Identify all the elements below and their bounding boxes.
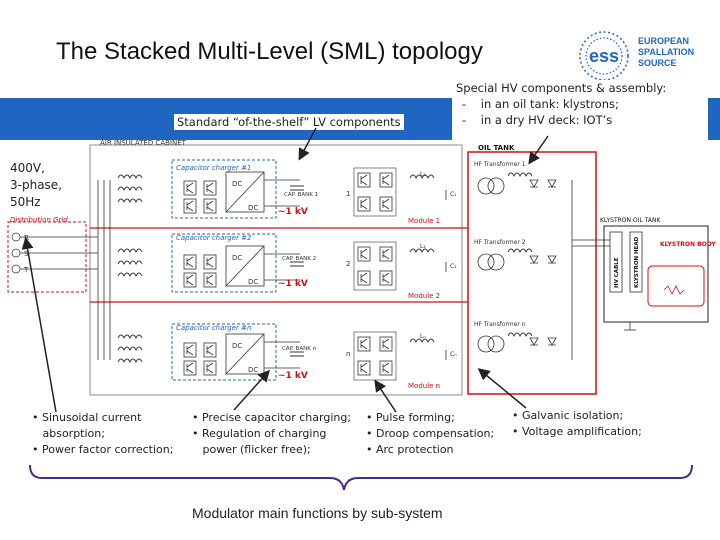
function-line: absorption; bbox=[32, 427, 105, 440]
voltage-label-1: ~1 kV bbox=[278, 207, 308, 217]
charger-2-box bbox=[171, 233, 277, 293]
logo-text: EUROPEAN SPALLATION SOURCE bbox=[638, 36, 694, 69]
transformer-label-n: HF Transformer n bbox=[474, 321, 526, 328]
charger-n-label: Capacitor charger #n bbox=[176, 324, 251, 332]
logo-wordmark: ess bbox=[589, 46, 619, 66]
function-group-charger: • Precise capacitor charging; • Regulati… bbox=[192, 410, 351, 458]
oil-tank-outline bbox=[467, 151, 597, 395]
grid-box bbox=[7, 221, 87, 293]
grid-phases: R S T bbox=[11, 232, 98, 274]
function-group-pulse: • Pulse forming; • Droop compensation; •… bbox=[366, 410, 494, 458]
cap-label-n: Cₙ bbox=[450, 351, 457, 358]
slide-title: The Stacked Multi-Level (SML) topology bbox=[56, 38, 483, 65]
klystron-body-label: KLYSTRON BODY bbox=[660, 241, 716, 248]
supply-line-2: 3-phase, bbox=[10, 178, 62, 192]
inductor-label-2: L₂ bbox=[420, 243, 426, 250]
function-line: • Sinusoidal current bbox=[32, 411, 142, 424]
module-label-n: Module n bbox=[408, 382, 440, 390]
klystron-tank bbox=[603, 225, 709, 323]
function-line: power (flicker free); bbox=[192, 443, 311, 456]
function-group-grid: • Sinusoidal current absorption; • Power… bbox=[32, 410, 173, 458]
phase-t: T bbox=[23, 266, 29, 274]
module-index-n: n bbox=[346, 350, 350, 358]
arrow-hv bbox=[528, 135, 549, 165]
module-label-1: Module 1 bbox=[408, 217, 440, 225]
logo-line-2: SPALLATION bbox=[638, 47, 695, 57]
grid-label: Distribution Grid bbox=[10, 216, 68, 224]
charger-2-label: Capacitor charger #2 bbox=[176, 234, 252, 242]
module-index-1: 1 bbox=[346, 190, 350, 198]
phase-s: S bbox=[24, 250, 29, 258]
module-2: Capacitor charger #2 DC DC CAP. BANK 2 ~… bbox=[117, 233, 557, 300]
inductor-label-1: L₁ bbox=[420, 171, 426, 178]
function-line: • Regulation of charging bbox=[192, 427, 327, 440]
function-group-transformer: • Galvanic isolation; • Voltage amplific… bbox=[512, 408, 642, 440]
arrow-charger bbox=[233, 369, 271, 411]
dc2-label-2: DC bbox=[248, 278, 258, 286]
bank-label-1: CAP. BANK 1 bbox=[284, 192, 318, 198]
function-line: • Voltage amplification; bbox=[512, 425, 642, 438]
hv-components-callout: Special HV components & assembly: - in a… bbox=[452, 80, 708, 142]
supply-line-3: 50Hz bbox=[10, 195, 41, 209]
arrow-transformer bbox=[477, 368, 527, 409]
klystron-body bbox=[647, 265, 705, 307]
cabinet-label: AIR INSULATED CABINET bbox=[100, 139, 187, 147]
charger-n-box bbox=[171, 323, 277, 381]
logo-line-3: SOURCE bbox=[638, 58, 677, 68]
function-line: • Pulse forming; bbox=[366, 411, 455, 424]
cap-label-1: C₁ bbox=[450, 191, 457, 198]
hv-item-2: - in a dry HV deck: IOT’s bbox=[462, 113, 613, 127]
transformer-label-1: HF Transformer 1 bbox=[474, 161, 526, 168]
arrow-lv bbox=[298, 127, 317, 161]
dc1-label-2: DC bbox=[232, 254, 242, 262]
transformer-label-2: HF Transformer 2 bbox=[474, 239, 526, 246]
dc1-label-1: DC bbox=[232, 180, 242, 188]
cap-label-2: C₂ bbox=[450, 263, 457, 270]
bank-label-n: CAP. BANK n bbox=[282, 346, 317, 352]
logo-line-1: EUROPEAN bbox=[638, 36, 690, 46]
hv-cable-label: HV CABLE bbox=[614, 257, 620, 288]
supply-line-1: 400V, bbox=[10, 161, 45, 175]
charger-1-label: Capacitor charger #1 bbox=[176, 164, 251, 172]
footer-caption: Modulator main functions by sub-system bbox=[192, 505, 443, 521]
functions-brace bbox=[29, 464, 693, 491]
klystron-tank-label: KLYSTRON OIL TANK bbox=[600, 217, 661, 224]
function-line: • Galvanic isolation; bbox=[512, 409, 624, 422]
air-cabinet-outline bbox=[89, 144, 463, 396]
hv-item-1: - in an oil tank: klystrons; bbox=[462, 97, 619, 111]
lv-components-label: Standard “of-the-shelf” LV components bbox=[174, 114, 404, 130]
arrow-pulse bbox=[374, 379, 397, 413]
charger-1-box bbox=[171, 159, 277, 219]
function-line: • Power factor correction; bbox=[32, 443, 174, 456]
function-line: • Droop compensation; bbox=[366, 427, 495, 440]
bank-label-2: CAP. BANK 2 bbox=[282, 256, 316, 262]
inductor-label-n: Lₙ bbox=[420, 333, 426, 340]
voltage-label-n: ~1 kV bbox=[278, 371, 308, 381]
arrow-grid bbox=[21, 237, 57, 413]
supply-label: 400V, 3-phase, 50Hz bbox=[10, 160, 62, 211]
dc1-label-n: DC bbox=[232, 342, 242, 350]
function-line: • Precise capacitor charging; bbox=[192, 411, 352, 424]
dc2-label-n: DC bbox=[248, 366, 258, 374]
oil-tank-label: OIL TANK bbox=[478, 144, 515, 152]
module-label-2: Module 2 bbox=[408, 292, 440, 300]
voltage-label-2: ~1 kV bbox=[278, 279, 308, 289]
klystron-head-label: KLYSTRON HEAD bbox=[634, 236, 640, 288]
dc2-label-1: DC bbox=[248, 204, 258, 212]
function-line: • Arc protection bbox=[366, 443, 454, 456]
hv-heading: Special HV components & assembly: bbox=[456, 81, 667, 95]
module-index-2: 2 bbox=[346, 260, 350, 268]
module-1: Capacitor charger #1 DC DC CAP. BANK 1 ~… bbox=[117, 159, 557, 225]
module-n: Capacitor charger #n DC DC CAP. BANK n ~… bbox=[117, 321, 557, 390]
